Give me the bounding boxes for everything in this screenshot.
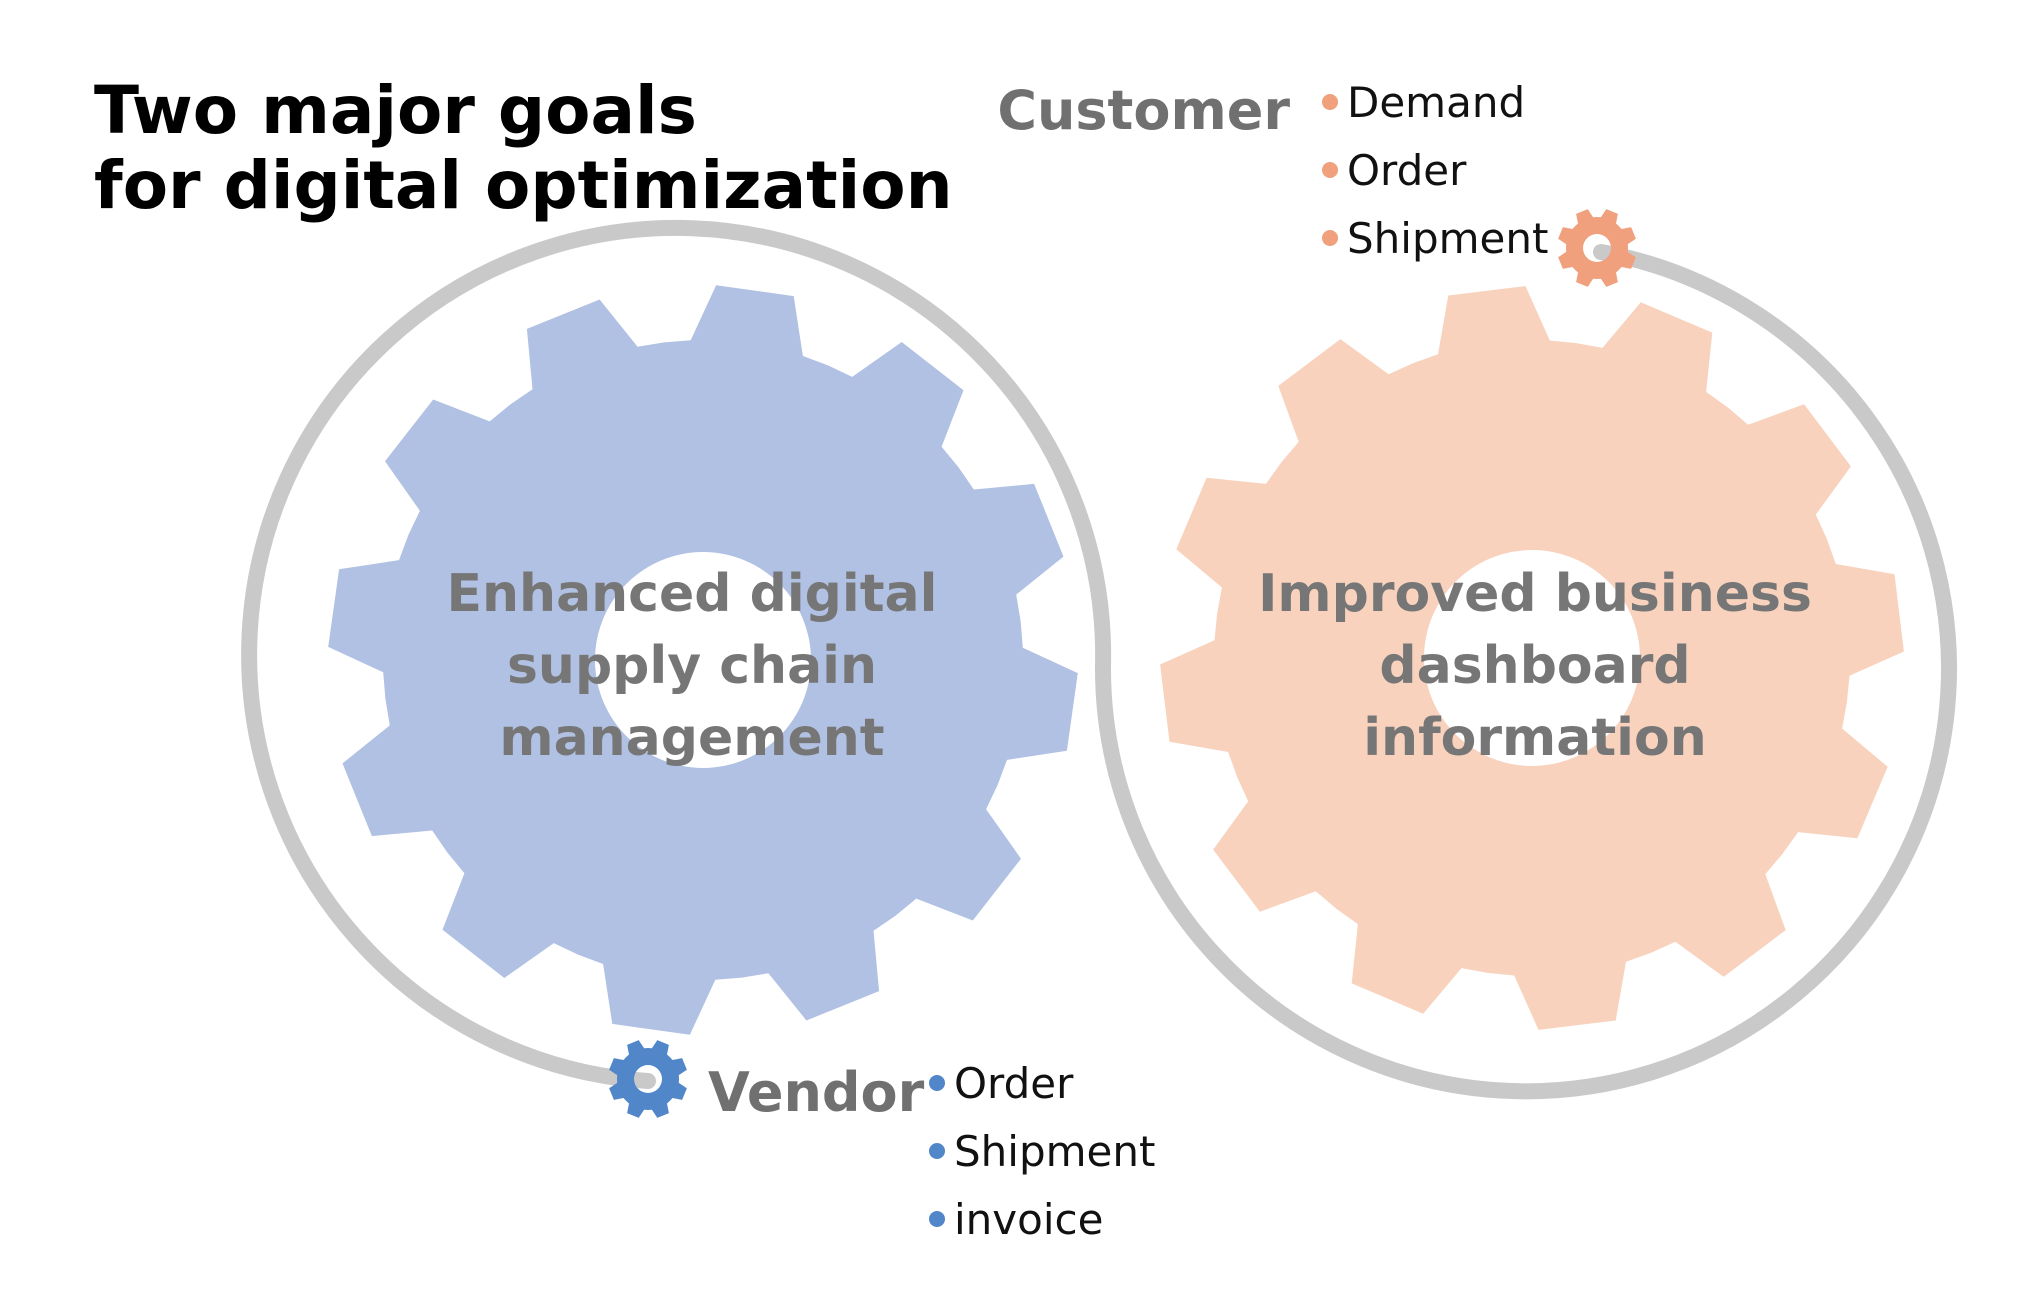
customer-bullet	[1322, 94, 1338, 110]
vendor-item: Order	[954, 1059, 1074, 1108]
customer-bullet	[1322, 230, 1338, 246]
gear-label-line: information	[1363, 708, 1707, 768]
vendor-gear-icon	[609, 1040, 687, 1118]
customer-label: Customer	[997, 79, 1290, 142]
customer-item-list: Demand Order Shipment	[1322, 78, 1548, 263]
vendor-bullet	[929, 1075, 945, 1091]
customer-gear-icon	[1558, 209, 1636, 287]
supply-chain-gear	[328, 285, 1078, 1035]
gear-label-line: supply chain	[507, 636, 877, 696]
vendor-bullet	[929, 1143, 945, 1159]
vendor-bullet	[929, 1211, 945, 1227]
gear-label-line: dashboard	[1379, 636, 1690, 696]
customer-item: Shipment	[1347, 214, 1548, 263]
customer-item: Demand	[1347, 78, 1525, 127]
gear-label-line: Improved business	[1258, 564, 1812, 624]
dashboard-gear	[1160, 286, 1904, 1030]
supply-chain-gear-label: Enhanced digital supply chain management	[447, 564, 938, 768]
dashboard-gear-label: Improved business dashboard information	[1258, 564, 1812, 768]
vendor-item-list: Order Shipment invoice	[929, 1059, 1155, 1244]
gear-label-line: Enhanced digital	[447, 564, 938, 624]
title-line-2: for digital optimization	[94, 147, 953, 224]
title-line-1: Two major goals	[94, 72, 697, 149]
customer-bullet	[1322, 162, 1338, 178]
vendor-item: Shipment	[954, 1127, 1155, 1176]
vendor-label: Vendor	[708, 1061, 925, 1124]
vendor-item: invoice	[954, 1195, 1103, 1244]
customer-item: Order	[1347, 146, 1467, 195]
figure-eight-track	[241, 219, 1957, 1100]
gear-label-line: management	[499, 708, 884, 768]
